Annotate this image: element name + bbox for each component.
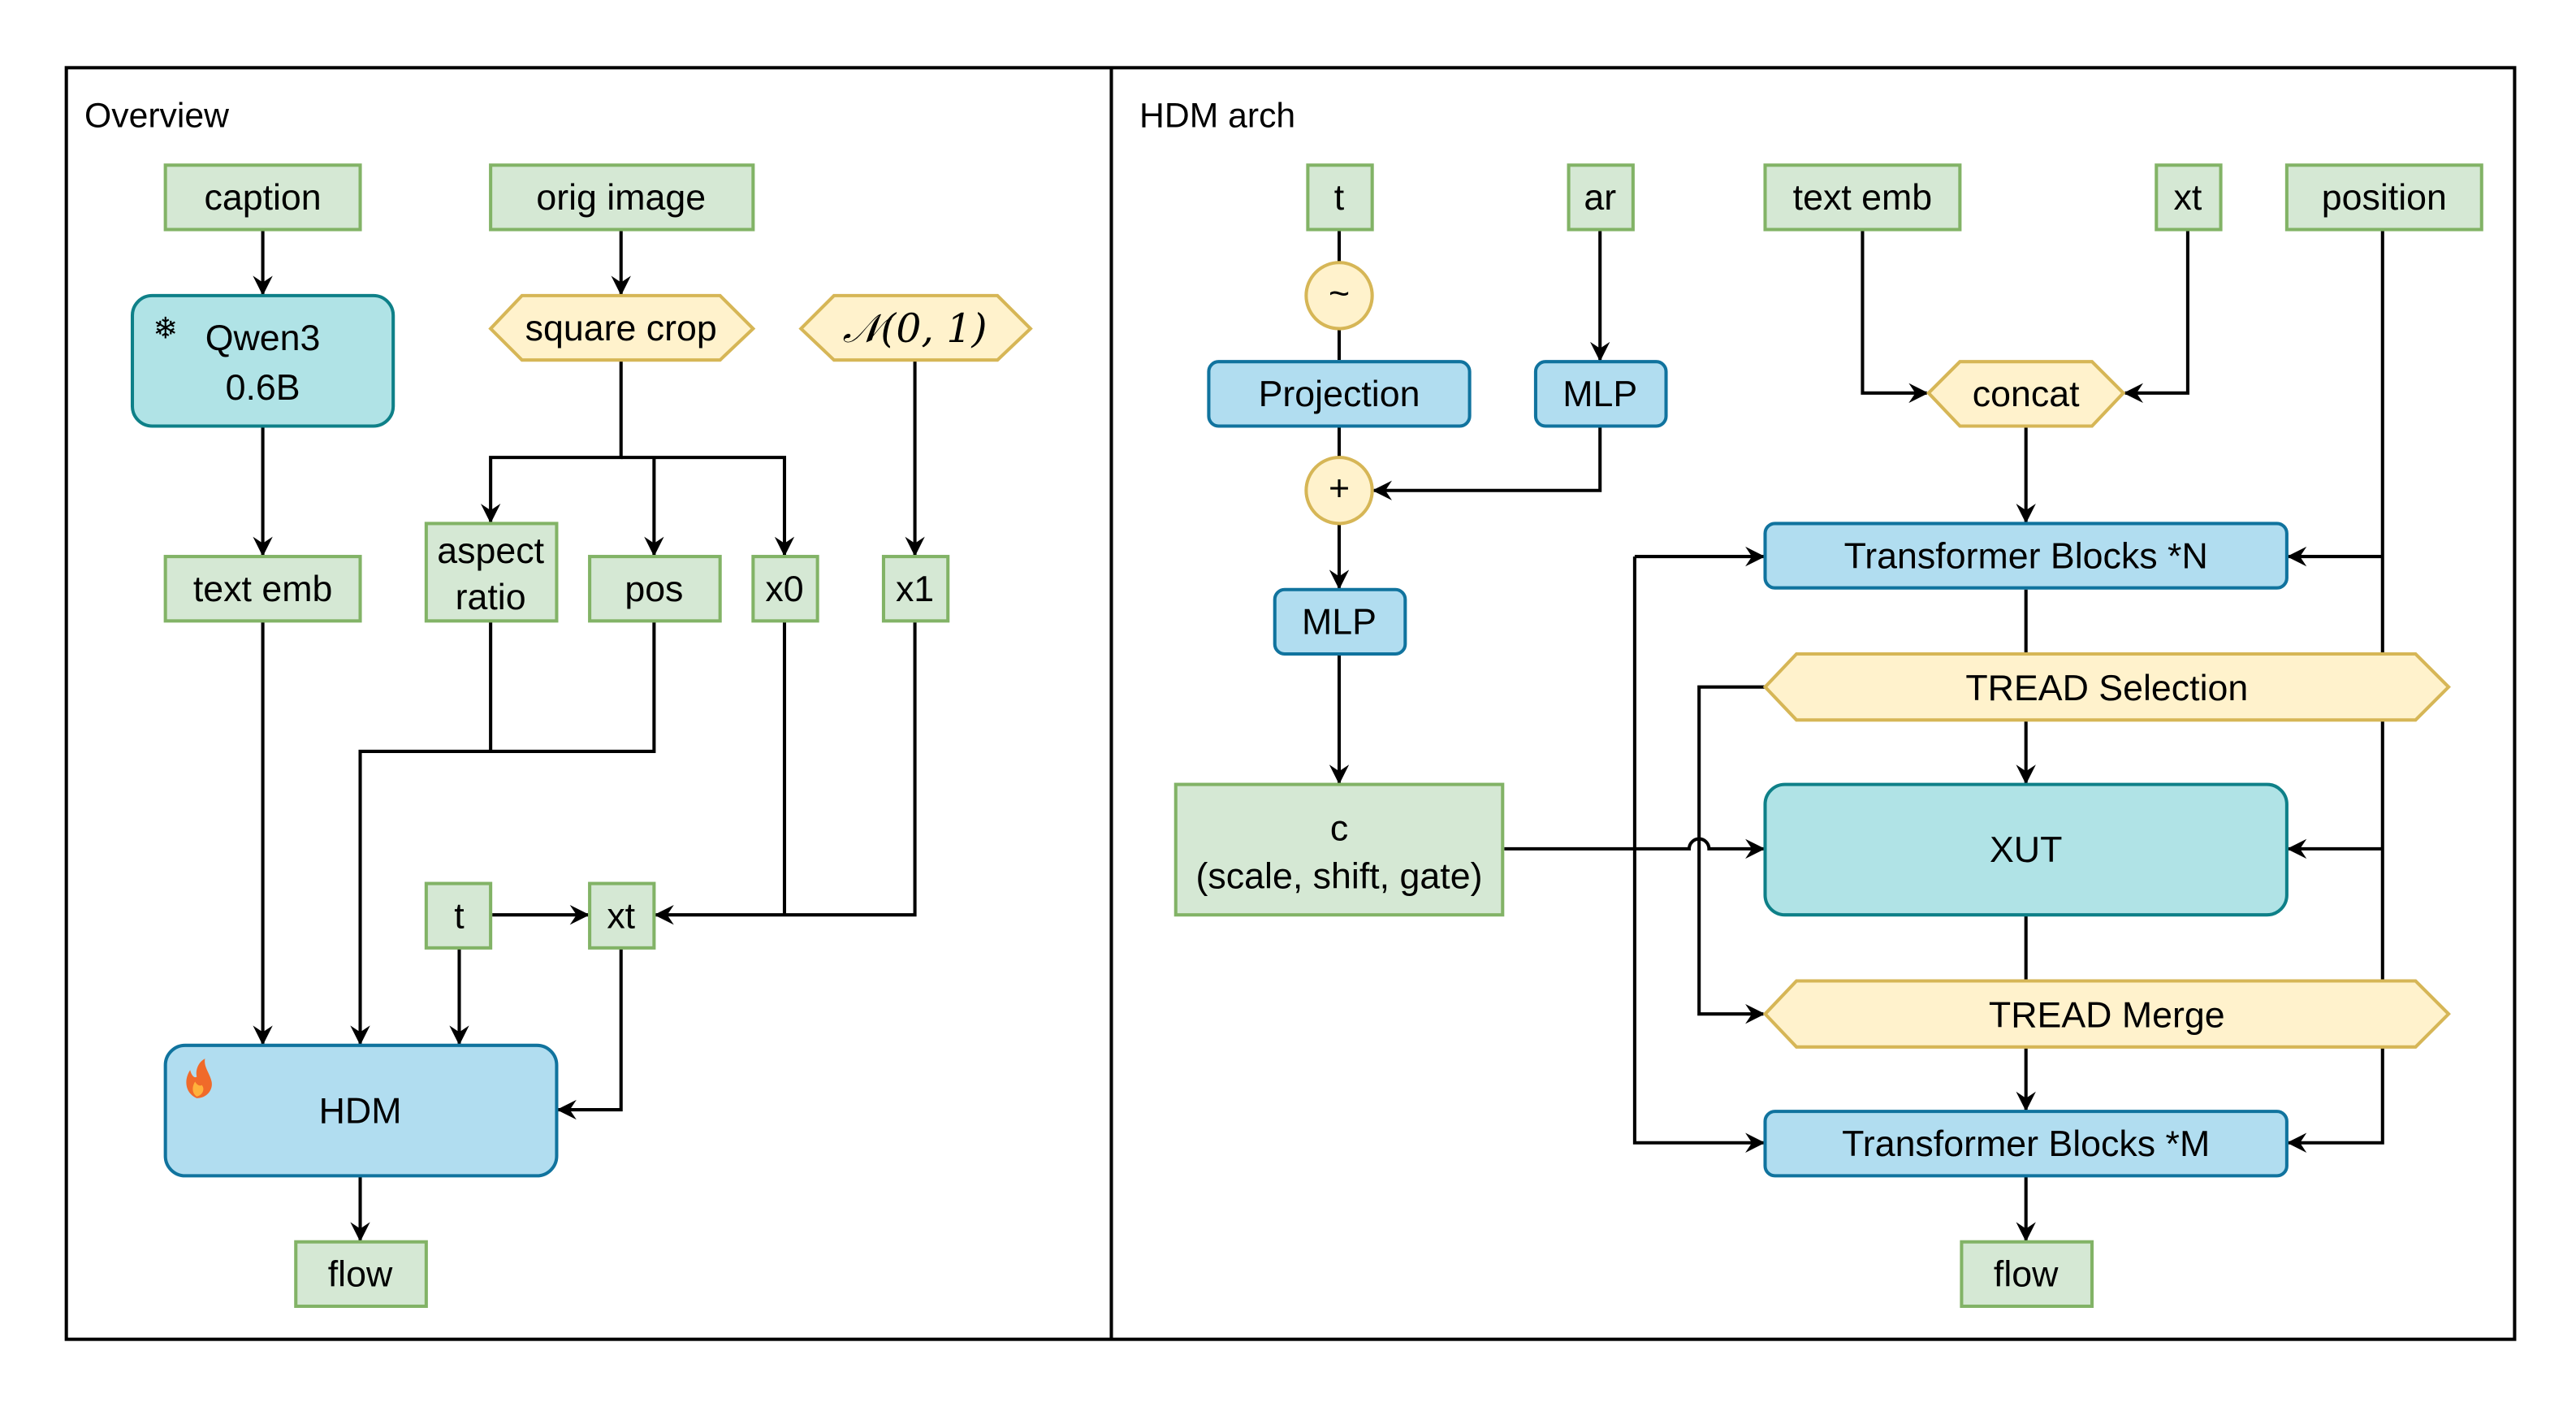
overview-edges <box>253 229 925 1242</box>
edge-selection-merge <box>1697 685 1766 1024</box>
node-text-emb: text emb <box>163 555 362 623</box>
arch-node-transformer-n: Transformer Blocks *N <box>1763 522 2289 590</box>
node-normal-dist: 𝒩(0, 1) <box>798 293 1033 362</box>
edge-mlp-plus <box>1372 426 1602 500</box>
arch-node-tread-merge: TREAD Merge <box>1762 979 2451 1049</box>
overview-panel: Overview caption orig ima <box>84 97 1033 1309</box>
node-x1: x1 <box>881 555 950 623</box>
node-x0: x0 <box>751 555 819 623</box>
arch-node-text-emb: text emb <box>1763 163 1962 232</box>
edge-position-transformer-m <box>2286 229 2384 1153</box>
aspect-label-line2: ratio <box>456 578 526 617</box>
arch-node-flow: flow <box>1960 1240 2094 1309</box>
mlp-label: MLP <box>1302 603 1377 643</box>
arch-node-position: position <box>2284 163 2483 232</box>
text-emb-label: text emb <box>193 569 332 609</box>
square-crop-label: square crop <box>525 309 717 349</box>
orig-image-label: orig image <box>536 178 706 218</box>
pos-label: pos <box>625 569 683 609</box>
ar-label: ar <box>1584 178 1616 218</box>
flow-label: flow <box>328 1255 393 1295</box>
outer-frame <box>64 66 2517 1341</box>
overview-title: Overview <box>84 97 229 136</box>
qwen-label-line2: 0.6B <box>226 368 300 408</box>
transformer-n-label: Transformer Blocks *N <box>1844 536 2208 576</box>
fire-icon <box>186 1058 212 1098</box>
arch-node-c: c (scale, shift, gate) <box>1173 782 1505 917</box>
x1-label: x1 <box>896 569 934 609</box>
plus-label: + <box>1329 469 1350 509</box>
arch-flow-label: flow <box>1994 1255 2059 1295</box>
xut-label: XUT <box>1990 830 2062 870</box>
arch-node-tilde: ~ <box>1304 261 1374 331</box>
edge-xt-concat <box>2123 229 2189 404</box>
qwen-label-line1: Qwen3 <box>205 318 321 358</box>
snowflake-icon: ❄ <box>153 311 178 346</box>
arch-node-mlp-ar: MLP <box>1533 360 1668 428</box>
node-hdm: HDM <box>163 1043 559 1178</box>
node-aspect-ratio: aspect ratio <box>424 522 559 623</box>
node-flow: flow <box>294 1240 428 1309</box>
edge-pos-hdm <box>350 621 656 1046</box>
normal-dist-label: 𝒩(0, 1) <box>843 305 988 352</box>
x0-label: x0 <box>765 569 803 609</box>
arch-node-tread-selection: TREAD Selection <box>1762 652 2451 722</box>
arch-panel: HDM arch <box>1139 97 2483 1309</box>
arch-node-projection: Projection <box>1207 360 1472 428</box>
node-square-crop: square crop <box>488 293 756 362</box>
aspect-label-line1: aspect <box>437 531 544 571</box>
arch-t-label: t <box>1334 178 1345 218</box>
arch-node-xut: XUT <box>1763 782 2289 917</box>
arch-edges <box>1329 229 2384 1242</box>
node-orig-image: orig image <box>489 163 755 232</box>
tread-selection-label: TREAD Selection <box>1965 669 2248 708</box>
caption-label: caption <box>204 178 321 218</box>
arch-node-xt: xt <box>2155 163 2223 232</box>
arch-node-ar: ar <box>1567 163 1635 232</box>
c-label-line1: c <box>1330 809 1348 849</box>
projection-label: Projection <box>1259 374 1420 414</box>
arch-node-t: t <box>1306 163 1374 232</box>
concat-label: concat <box>1973 374 2080 414</box>
arch-node-concat: concat <box>1926 360 2126 428</box>
edge-x1-xt <box>654 621 917 925</box>
mlp-ar-label: MLP <box>1562 374 1637 414</box>
edge-c-xut <box>1504 837 1766 859</box>
edge-textemb-concat <box>1861 229 1929 404</box>
position-label: position <box>2322 178 2447 218</box>
edge-crop-aspect <box>480 360 623 524</box>
arch-xt-label: xt <box>2174 178 2202 218</box>
node-t: t <box>424 881 493 950</box>
arch-node-plus: + <box>1304 456 1374 526</box>
edge-crop-x0 <box>620 456 795 557</box>
c-label-line2: (scale, shift, gate) <box>1196 857 1483 897</box>
hdm-label: HDM <box>319 1091 402 1131</box>
arch-node-mlp: MLP <box>1273 587 1407 656</box>
node-qwen3: ❄ Qwen3 0.6B <box>130 293 395 428</box>
node-pos: pos <box>588 555 722 623</box>
transformer-m-label: Transformer Blocks *M <box>1842 1124 2210 1164</box>
node-caption: caption <box>163 163 362 232</box>
arch-text-emb-label: text emb <box>1793 178 1933 218</box>
node-xt: xt <box>588 881 656 950</box>
edge-c-transformer-m <box>1632 556 1766 1153</box>
tilde-label: ~ <box>1329 274 1350 314</box>
t-label: t <box>454 896 465 936</box>
xt-label: xt <box>607 896 635 936</box>
arch-title: HDM arch <box>1139 97 1295 136</box>
edge-xt-hdm <box>556 947 623 1120</box>
arch-node-transformer-m: Transformer Blocks *M <box>1763 1110 2289 1178</box>
tread-merge-label: TREAD Merge <box>1989 995 2225 1035</box>
